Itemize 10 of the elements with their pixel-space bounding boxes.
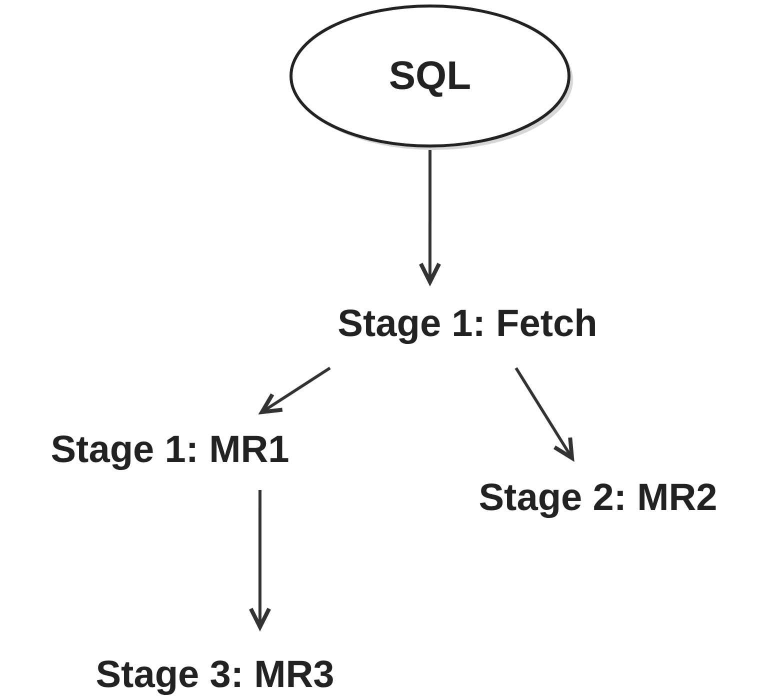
stage-label: Stage 2: MR2: [478, 478, 718, 520]
arrow: [418, 150, 442, 284]
arrow: [248, 490, 272, 630]
stage-label: Stage 1: MR1: [50, 430, 290, 472]
ellipse-node: [287, 2, 573, 150]
node-label: SQL: [388, 54, 472, 98]
stage-label: Stage 1: Fetch: [338, 304, 598, 346]
arrow: [260, 366, 331, 414]
stage-label: Stage 3: MR3: [96, 655, 334, 697]
arrow: [514, 367, 574, 460]
